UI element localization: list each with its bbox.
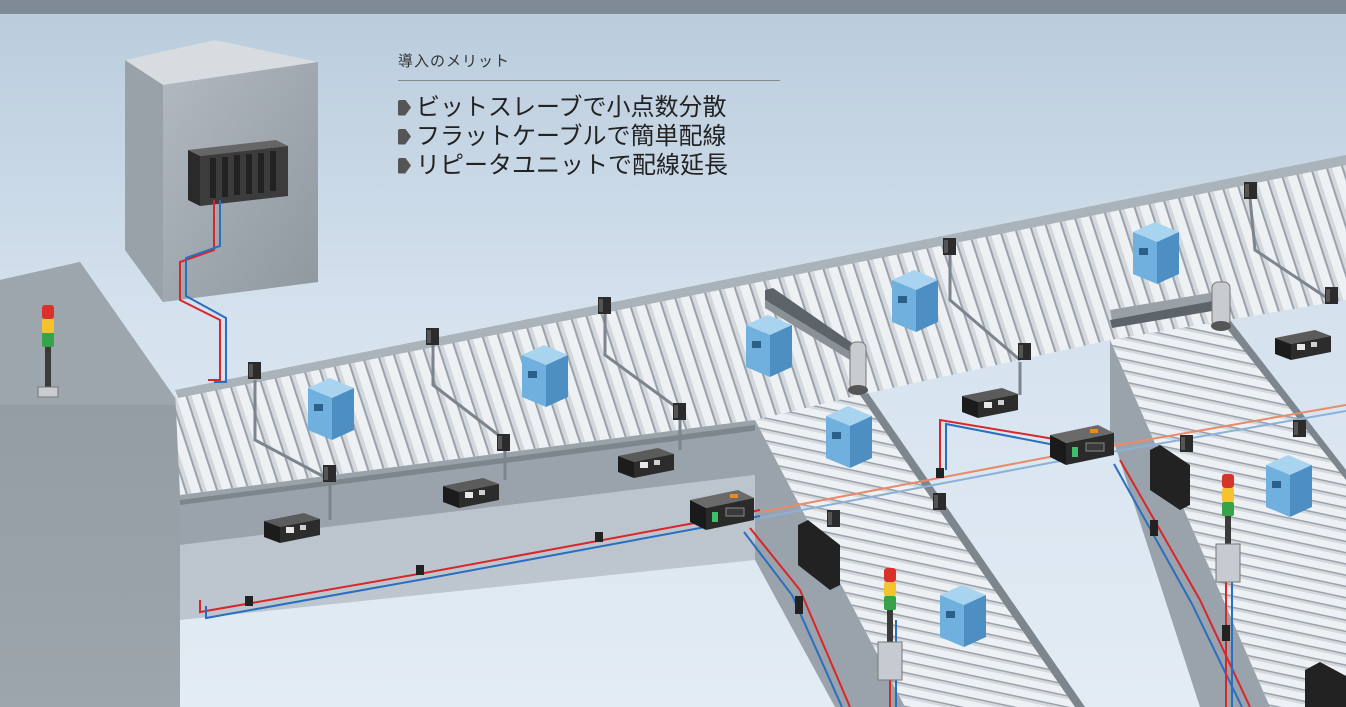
pusher-arm-icon bbox=[1110, 281, 1231, 331]
bullet-icon bbox=[398, 157, 411, 174]
merit-item: ビットスレーブで小点数分散 bbox=[398, 93, 780, 122]
merit-heading: 導入のメリット bbox=[398, 50, 780, 81]
merit-item: リピータユニットで配線延長 bbox=[398, 151, 780, 180]
merit-item-label: フラットケーブルで簡単配線 bbox=[416, 122, 727, 150]
sensor-stands bbox=[253, 197, 1331, 520]
merit-item-label: リピータユニットで配線延長 bbox=[416, 151, 728, 179]
signal-tower-icon bbox=[37, 305, 59, 398]
left-wall-block bbox=[0, 262, 180, 707]
merit-panel: 導入のメリット ビットスレーブで小点数分散 フラットケーブルで簡単配線 リピータ… bbox=[398, 50, 780, 180]
plc-unit-icon bbox=[188, 140, 288, 206]
pusher-arm-icon bbox=[765, 288, 868, 395]
signal-tower-icon bbox=[877, 568, 903, 681]
signal-tower-icon bbox=[1215, 474, 1241, 583]
bullet-icon bbox=[398, 99, 411, 116]
merit-list: ビットスレーブで小点数分散 フラットケーブルで簡単配線 リピータユニットで配線延… bbox=[398, 93, 780, 180]
merit-item: フラットケーブルで簡単配線 bbox=[398, 122, 780, 151]
top-frame-bar bbox=[0, 0, 1346, 14]
merit-item-label: ビットスレーブで小点数分散 bbox=[416, 93, 727, 121]
cable-connectors bbox=[245, 468, 1230, 641]
control-cabinet-icon bbox=[125, 40, 318, 302]
bullet-icon bbox=[398, 128, 411, 145]
vertical-slave-units bbox=[798, 445, 1346, 707]
